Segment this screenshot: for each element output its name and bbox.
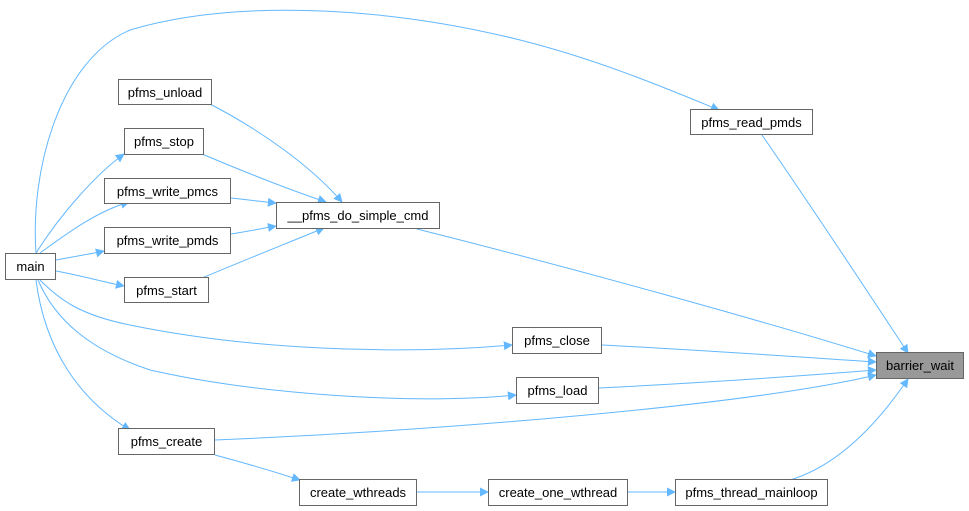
edge-main-to-pfms-start [55,270,125,289]
edge-main-to-pfms-stop [35,153,125,254]
edge-main-to-pfms-write-pmds [55,248,105,261]
node-pfms-start[interactable]: pfms_start [124,277,209,303]
edge-pfms-close-to-barrier-wait [601,344,877,366]
node-pfms-stop[interactable]: pfms_stop [124,128,204,155]
node-pfms-read-pmds[interactable]: pfms_read_pmds [690,109,813,135]
edge-pfms-create-to-create-wthreads [214,454,301,482]
node-pfms-load[interactable]: pfms_load [516,377,599,404]
edge-pfms-load-to-barrier-wait [598,366,877,389]
node-create-one-wthread[interactable]: create_one_wthread [488,479,628,506]
node-pfms-write-pmds[interactable]: pfms_write_pmds [104,227,231,254]
edge-pfms-read-pmds-to-barrier-wait [761,134,909,354]
edge-main-to-pfms-create [35,279,131,431]
node-pfms-write-pmcs[interactable]: pfms_write_pmcs [104,178,231,204]
edge-main-to-pfms-close [39,279,513,351]
node-create-wthreads[interactable]: create_wthreads [299,479,417,506]
edge-main-to-pfms-load [37,279,517,401]
edge-main-to-pfms-read-pmds [34,9,720,254]
node-pfms-thread-mainloop[interactable]: pfms_thread_mainloop [675,479,828,506]
edge-pfms-unload-to-do-simple-cmd [209,103,343,203]
node-pfms-close[interactable]: pfms_close [512,327,602,354]
node-barrier-wait: barrier_wait [876,352,964,379]
edge-pfms-create-to-barrier-wait [214,372,877,441]
node-pfms-do-simple-cmd[interactable]: __pfms_do_simple_cmd [276,202,440,229]
node-pfms-unload[interactable]: pfms_unload [118,79,212,105]
edge-pfms-write-pmds-to-do-simple-cmd [230,223,277,235]
edge-main-to-pfms-write-pmcs [39,199,130,254]
node-pfms-create[interactable]: pfms_create [118,428,215,455]
edge-pfms-stop-to-do-simple-cmd [201,153,327,204]
edge-pfms-start-to-do-simple-cmd [201,226,325,279]
edge-pfms-write-pmcs-to-do-simple-cmd [230,197,277,207]
edge-thread-mainloop-to-barrier-wait [789,378,909,481]
edge-do-simple-cmd-to-barrier-wait [416,228,877,358]
node-main[interactable]: main [5,253,56,280]
